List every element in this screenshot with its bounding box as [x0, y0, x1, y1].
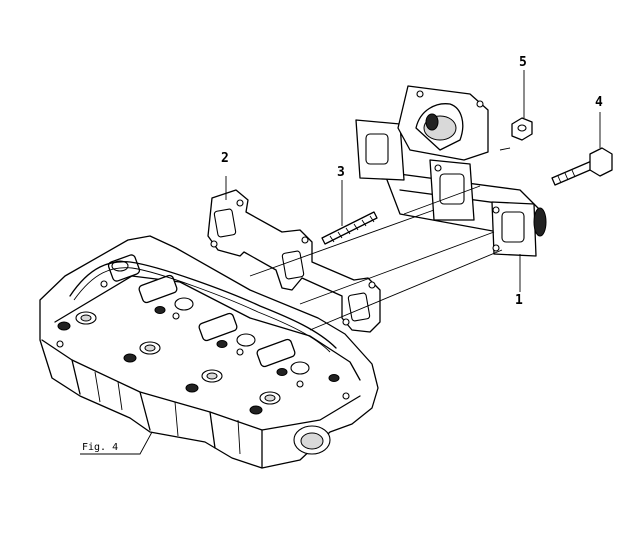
intake-manifold	[355, 85, 547, 257]
hex-bolt	[551, 147, 613, 186]
hex-nut	[511, 117, 533, 141]
callout-labels: 1 2 3 4 5 Fig. 4	[82, 55, 603, 453]
gasket	[207, 189, 381, 333]
valve-bosses	[75, 254, 310, 405]
stud-bolt	[321, 211, 378, 245]
assembly-lines	[80, 70, 601, 455]
head-pipe	[69, 261, 337, 349]
callout-5: 5	[519, 55, 527, 70]
head-bolts	[56, 280, 350, 400]
callout-4: 4	[595, 95, 603, 110]
valve-springs	[57, 306, 340, 415]
callout-2: 2	[221, 151, 229, 166]
figure-reference: Fig. 4	[82, 442, 118, 453]
callout-1: 1	[515, 293, 523, 308]
callout-3: 3	[337, 165, 345, 180]
cylinder-head	[39, 235, 379, 469]
